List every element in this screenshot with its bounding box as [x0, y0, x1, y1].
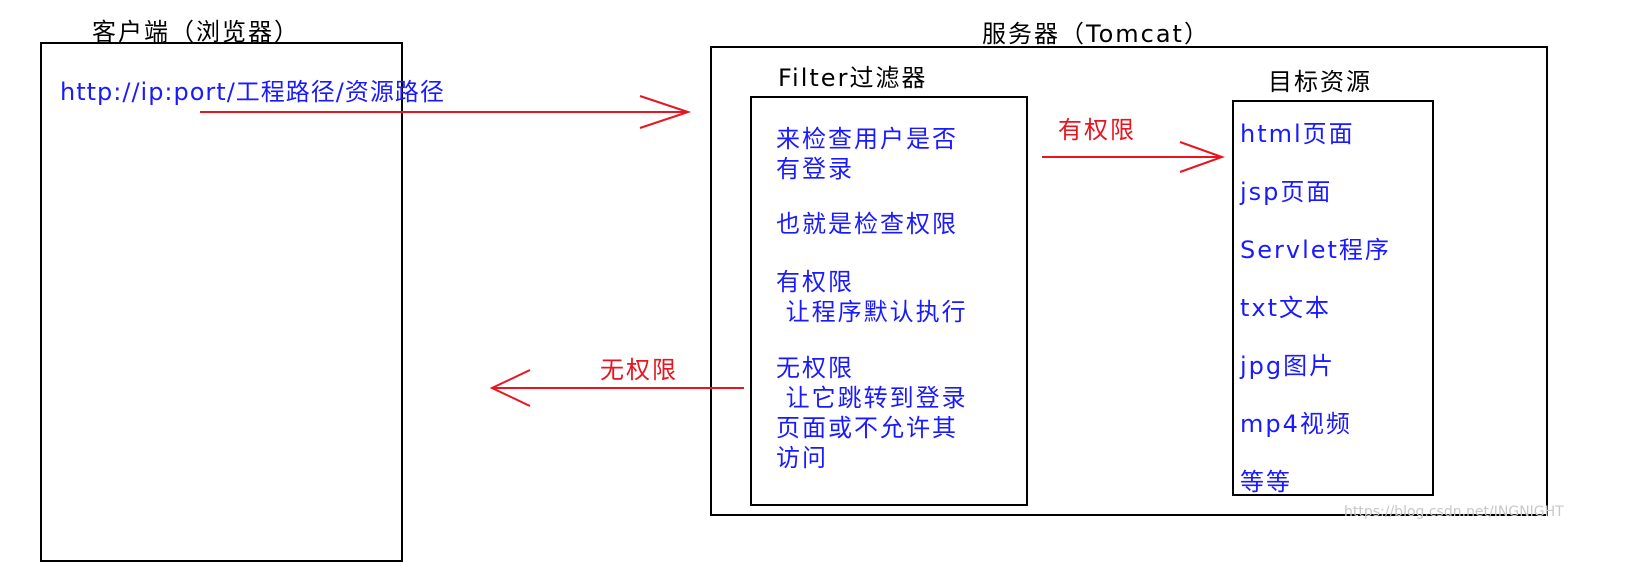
server-box: [710, 46, 1548, 516]
allowed-label: 有权限: [1058, 116, 1136, 144]
filter-line: 也就是检查权限: [776, 210, 958, 238]
server-title: 服务器（Tomcat）: [982, 20, 1210, 48]
target-box: [1232, 100, 1434, 496]
filter-line: 无权限: [776, 354, 854, 382]
target-item: jsp页面: [1240, 178, 1333, 206]
denied-arrow: [489, 369, 744, 407]
target-title: 目标资源: [1268, 68, 1372, 96]
denied-label: 无权限: [600, 356, 678, 384]
target-item: jpg图片: [1240, 352, 1336, 380]
filter-line: 让它跳转到登录: [776, 384, 968, 412]
filter-line: 有权限: [776, 268, 854, 296]
target-item: mp4视频: [1240, 410, 1352, 438]
allowed-arrow: [1042, 141, 1225, 173]
filter-line: 访问: [776, 444, 828, 472]
filter-box: [750, 96, 1028, 506]
target-item: Servlet程序: [1240, 236, 1391, 264]
filter-line: 来检查用户是否: [776, 125, 958, 153]
target-item: 等等: [1240, 468, 1292, 496]
request-arrow: [200, 95, 692, 129]
client-url: http://ip:port/工程路径/资源路径: [60, 78, 445, 106]
watermark: https://blog.csdn.net/INGNIGHT: [1344, 504, 1564, 520]
filter-line: 让程序默认执行: [776, 298, 968, 326]
filter-title: Filter过滤器: [778, 64, 928, 92]
filter-line: 页面或不允许其: [776, 414, 958, 442]
target-item: html页面: [1240, 120, 1355, 148]
client-title: 客户端（浏览器）: [92, 18, 300, 46]
filter-line: 有登录: [776, 155, 854, 183]
target-item: txt文本: [1240, 294, 1332, 322]
